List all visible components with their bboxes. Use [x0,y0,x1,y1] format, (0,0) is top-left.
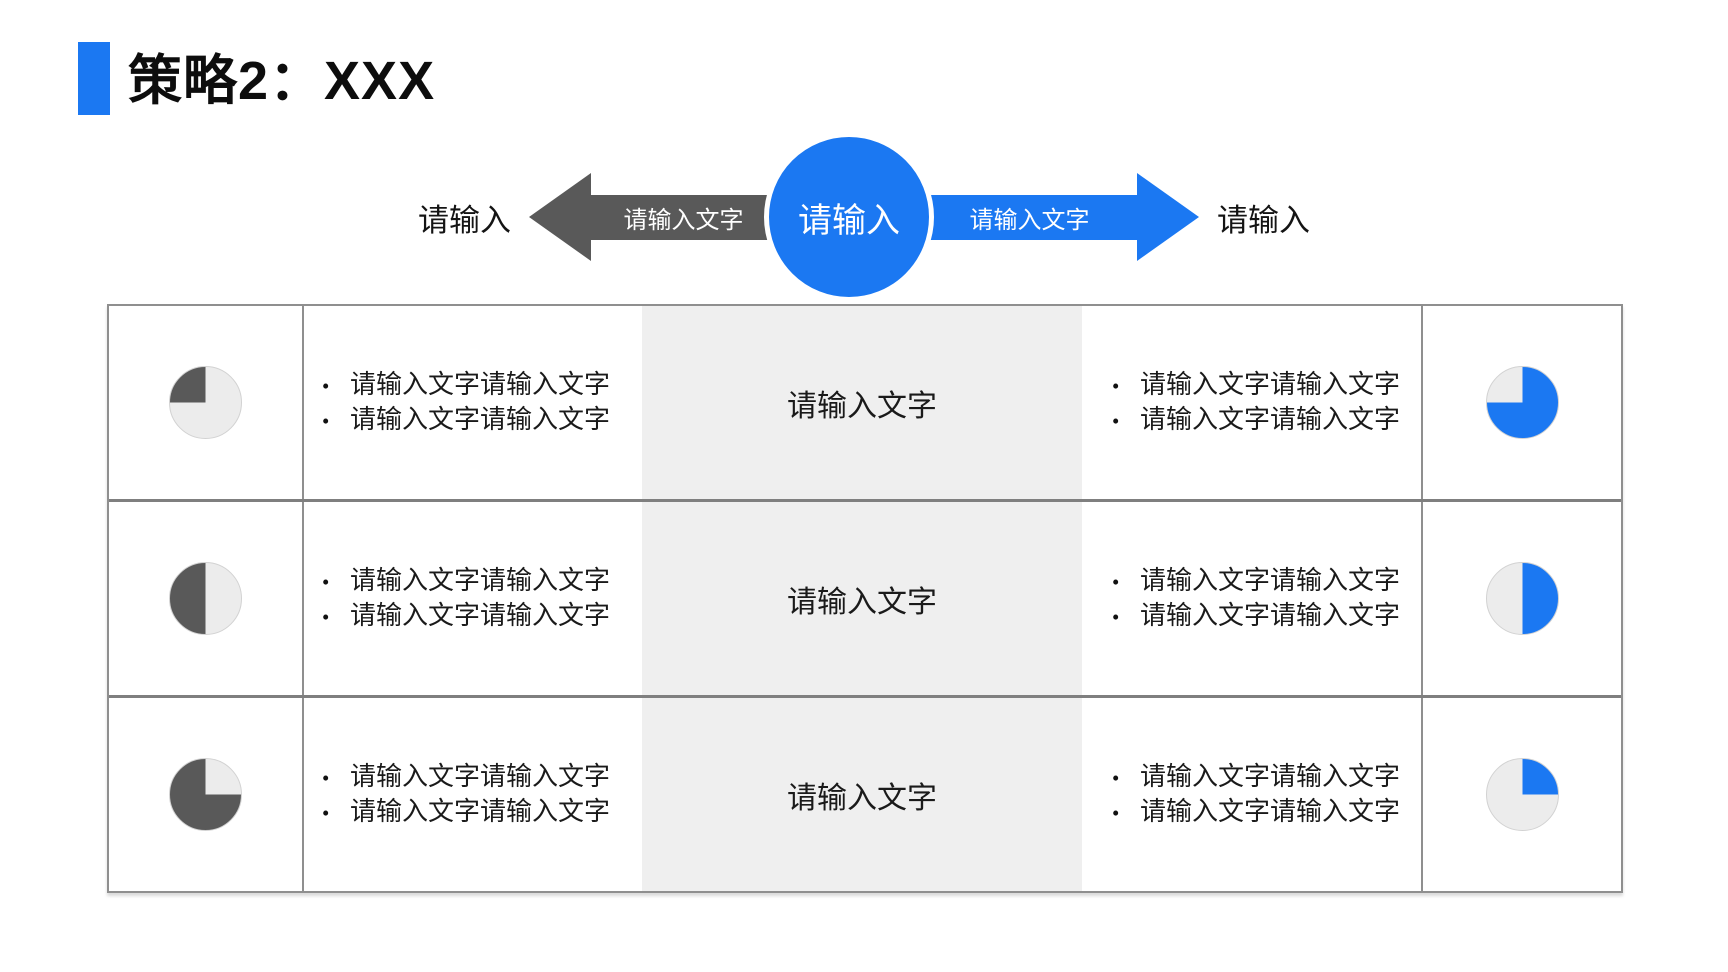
right-arrow-head-icon [1137,173,1199,261]
bullet-item[interactable]: • 请输入文字请输入文字 [1112,368,1421,403]
bullet-text: 请输入文字请输入文字 [350,796,611,826]
right-arrow-tail: 请输入文字 [922,194,1137,240]
right-bullet-list: • 请输入文字请输入文字 • 请输入文字请输入文字 [1082,306,1421,499]
left-arrow: 请输入文字 [529,173,776,261]
table-row: • 请输入文字请输入文字 • 请输入文字请输入文字 请输入文字 • 请输入文字请输入文… [109,306,1621,499]
left-pie-cell [109,698,302,891]
bullet-item[interactable]: • 请输入文字请输入文字 [1112,795,1421,830]
bullet-item[interactable]: • 请输入文字请输入文字 [322,564,642,599]
center-stripe-label[interactable]: 请输入文字 [787,781,937,815]
bullet-text: 请输入文字请输入文字 [1140,565,1401,595]
bullet-text: 请输入文字请输入文字 [1140,369,1401,399]
bullet-text: 请输入文字请输入文字 [350,600,611,630]
bullet-item[interactable]: • 请输入文字请输入文字 [1112,599,1421,634]
bullet-text: 请输入文字请输入文字 [1140,404,1401,434]
left-arrow-tail: 请输入文字 [591,194,776,240]
left-pie-cell [109,306,302,499]
right-pie-cell [1423,502,1621,695]
right-bullet-list: • 请输入文字请输入文字 • 请输入文字请输入文字 [1082,698,1421,891]
center-stripe-label[interactable]: 请输入文字 [787,585,937,619]
bullet-icon: • [1112,569,1120,594]
bullet-icon: • [1112,373,1120,398]
left-side-label[interactable]: 请输入 [418,202,511,238]
bullet-text: 请输入文字请输入文字 [1140,796,1401,826]
right-arrow: 请输入文字 [922,173,1199,261]
right-pie-cell [1423,306,1621,499]
bullet-text: 请输入文字请输入文字 [350,565,611,595]
row-content-cell: • 请输入文字请输入文字 • 请输入文字请输入文字 请输入文字 • 请输入文字请输入文… [302,306,1423,499]
left-arrow-head-icon [529,173,591,261]
bullet-text: 请输入文字请输入文字 [350,369,611,399]
bullet-icon: • [322,800,330,825]
center-circle-label[interactable]: 请输入 [798,202,900,240]
page-title[interactable]: 策略2：XXX [128,51,436,111]
bullet-icon: • [322,765,330,790]
content-table: •请输入文字请输入文字 •请输入文字请输入文字 请输入文字 •请输入文字请输入文… [107,304,1623,893]
bullet-icon: • [322,569,330,594]
bullet-text: 请输入文字请输入文字 [1140,600,1401,630]
bullet-icon: • [322,408,330,433]
bullet-item[interactable]: • 请输入文字请输入文字 [1112,760,1421,795]
blue-pie-chart-icon [1485,366,1559,439]
row-content-cell: • 请输入文字请输入文字 • 请输入文字请输入文字 请输入文字 • 请输入文字请输入文… [302,502,1423,695]
center-stripe: 请输入文字 [642,306,1082,499]
bullet-item[interactable]: • 请输入文字请输入文字 [322,795,642,830]
left-bullet-list: • 请输入文字请输入文字 • 请输入文字请输入文字 [304,698,642,891]
center-stripe-label[interactable]: 请输入文字 [787,389,937,423]
gray-pie-chart-icon [169,366,242,439]
center-circle: 请输入 [764,132,934,302]
left-arrow-label[interactable]: 请输入文字 [623,207,744,234]
left-bullet-list: • 请输入文字请输入文字 • 请输入文字请输入文字 [304,502,642,695]
right-arrow-label[interactable]: 请输入文字 [969,207,1090,234]
bullet-text: 请输入文字请输入文字 [1140,761,1401,791]
bullet-item[interactable]: • 请输入文字请输入文字 [322,599,642,634]
row-content-cell: • 请输入文字请输入文字 • 请输入文字请输入文字 请输入文字 • 请输入文字请输入文… [302,698,1423,891]
bullet-icon: • [1112,604,1120,629]
title-accent-bar [78,42,110,115]
bullet-text: 请输入文字请输入文字 [350,761,611,791]
right-side-label[interactable]: 请输入 [1217,202,1310,238]
bullet-item[interactable]: • 请输入文字请输入文字 [1112,403,1421,438]
bullet-item[interactable]: • 请输入文字请输入文字 [322,760,642,795]
bullet-icon: • [322,604,330,629]
right-bullet-list: • 请输入文字请输入文字 • 请输入文字请输入文字 [1082,502,1421,695]
table-row: • 请输入文字请输入文字 • 请输入文字请输入文字 请输入文字 • 请输入文字请输入文… [109,499,1621,695]
bullet-icon: • [322,373,330,398]
bullet-item[interactable]: • 请输入文字请输入文字 [1112,564,1421,599]
gray-pie-chart-icon [169,562,242,635]
left-bullet-list: • 请输入文字请输入文字 • 请输入文字请输入文字 [304,306,642,499]
bullet-item[interactable]: • 请输入文字请输入文字 [322,403,642,438]
center-stripe: 请输入文字 [642,502,1082,695]
left-pie-cell [109,502,302,695]
bullet-text: 请输入文字请输入文字 [350,404,611,434]
bullet-icon: • [1112,765,1120,790]
table-row: • 请输入文字请输入文字 • 请输入文字请输入文字 请输入文字 • 请输入文字请输入文… [109,695,1621,891]
right-pie-cell [1423,698,1621,891]
blue-pie-chart-icon [1485,758,1559,831]
bullet-item[interactable]: • 请输入文字请输入文字 [322,368,642,403]
bullet-icon: • [1112,408,1120,433]
center-stripe: 请输入文字 [642,698,1082,891]
bullet-icon: • [1112,800,1120,825]
blue-pie-chart-icon [1485,562,1559,635]
gray-pie-chart-icon [169,758,242,831]
flow-diagram: 请输入 请输入文字 请输入 请输入文字 请输入 [0,130,1728,304]
